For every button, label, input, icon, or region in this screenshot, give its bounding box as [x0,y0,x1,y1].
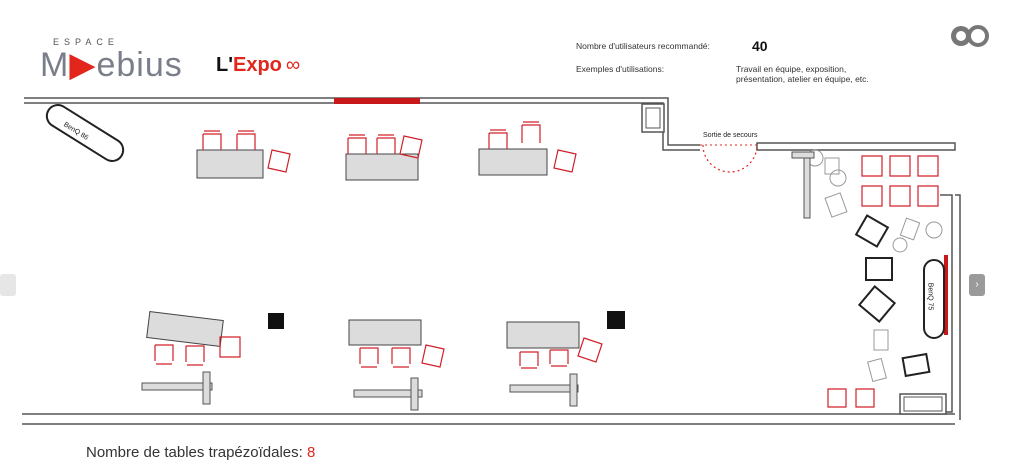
cabinet [641,103,665,133]
brand-moebius-rest: ebius [96,46,183,84]
trapezoid-table-count: Nombre de tables trapézoïdales: 8 [86,444,315,461]
users-value: 40 [752,38,768,54]
brand-expo-l: L' [216,54,233,76]
cc-license-icon[interactable] [950,25,990,52]
trapezoid-table-label: Nombre de tables trapézoïdales: [86,444,303,461]
brand-expo: L'Expo∞ [216,54,300,77]
users-label: Nombre d'utilisateurs recommandé: [576,41,710,51]
table-top-2 [345,153,419,181]
brand-moebius-m: M [40,46,70,84]
chevron-right-icon[interactable]: › [969,274,985,296]
screen-benq-86 [45,104,125,162]
examples-label: Exemples d'utilisations: [576,64,665,74]
brand-expo-word: Expo [232,54,282,76]
chevron-left-icon[interactable] [0,274,16,296]
examples-line-1: Travail en équipe, exposition, [736,64,847,74]
table-bottom-1 [146,311,224,347]
emergency-exit-arc [702,144,758,173]
pillar-1 [268,313,284,329]
table-top-3 [478,148,548,176]
play-icon: ▶ [69,46,97,84]
trapezoid-table-value: 8 [306,444,316,461]
table-top-1 [196,149,264,179]
emergency-exit-label: Sortie de secours [703,132,758,139]
cabinet-bottom [899,393,947,415]
infinity-icon: ∞ [285,54,301,76]
table-bottom-2 [348,319,422,346]
screen-benq-75 [923,259,945,339]
divider-board [803,151,811,219]
brand-espace: ESPACE [53,37,119,47]
table-bottom-3 [506,321,580,349]
window-top [334,98,420,104]
window-right [944,255,948,335]
screen-right-label: BenQ 75 [926,282,934,311]
brand-moebius-logo: M▶ebius [40,45,183,85]
examples-line-2: présentation, atelier en équipe, etc. [736,74,869,84]
pillar-2 [607,311,625,329]
